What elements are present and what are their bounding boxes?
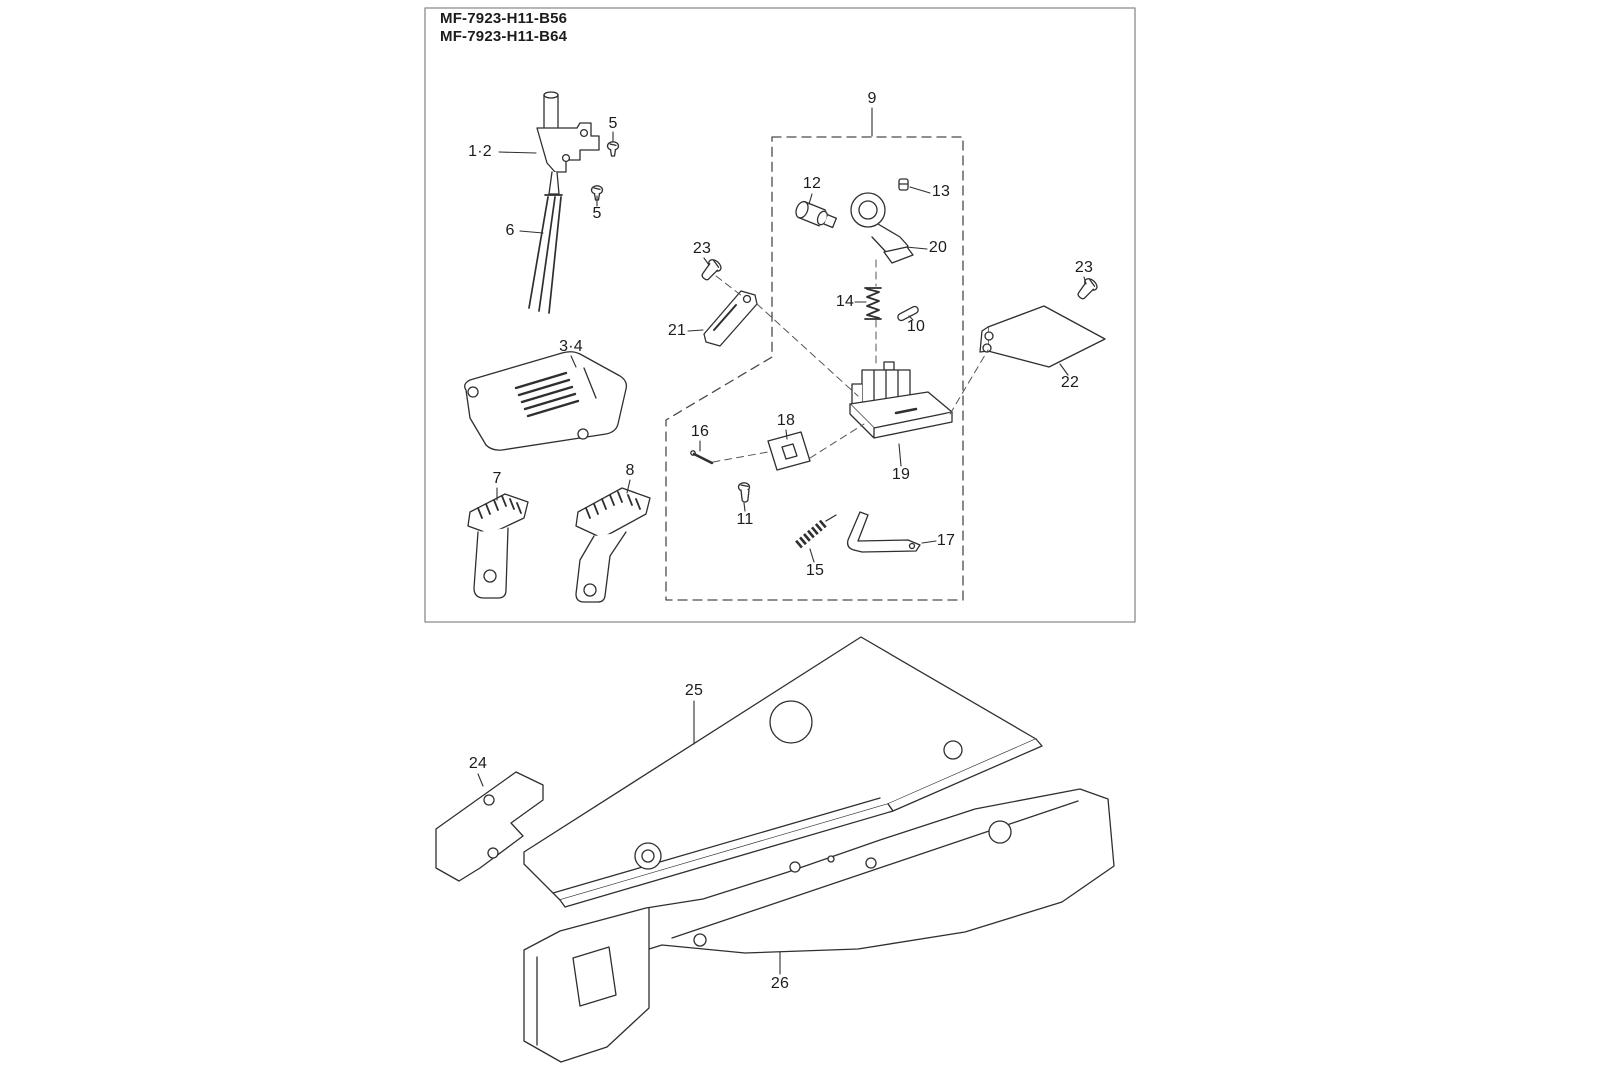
part-label-14: 14 — [835, 293, 855, 310]
part-7-feed-dog — [467, 493, 529, 599]
part-label-19: 19 — [891, 466, 911, 483]
part-label-18: 18 — [776, 412, 796, 429]
construction-lines — [712, 259, 989, 463]
part-label-13: 13 — [931, 183, 951, 200]
part-23-screw-left — [701, 259, 722, 281]
part-15-spring — [795, 514, 837, 549]
part-label-7: 7 — [492, 470, 502, 487]
part-6-needles — [528, 194, 563, 314]
part-14-spring — [864, 287, 882, 320]
part-11-screw — [737, 482, 751, 503]
part-label-10: 10 — [906, 318, 926, 335]
part-label-17: 17 — [936, 532, 956, 549]
part-label-3-4: 3·4 — [559, 338, 583, 355]
part-5-screw-bottom — [590, 185, 604, 201]
model-number-line2: MF-7923-H11-B64 — [440, 28, 568, 45]
model-number-line1: MF-7923-H11-B56 — [440, 10, 568, 27]
part-18-plate — [767, 431, 811, 471]
part-26-bottom-frame — [523, 788, 1115, 1063]
part-25-top-plate — [523, 636, 1043, 908]
part-13-set-screw — [898, 178, 909, 191]
part-label-5a: 5 — [608, 115, 618, 132]
part-label-23a: 23 — [692, 240, 712, 257]
leader-lines — [477, 107, 1087, 975]
part-label-26: 26 — [770, 975, 790, 992]
part-16-pin — [690, 450, 714, 465]
part-3-4-needle-plate — [464, 351, 628, 451]
part-label-23b: 23 — [1074, 259, 1094, 276]
part-12-screw — [795, 200, 837, 229]
part-label-12: 12 — [802, 175, 822, 192]
part-label-11: 11 — [736, 511, 754, 528]
part-label-6: 6 — [505, 222, 515, 239]
part-label-22: 22 — [1060, 374, 1080, 391]
part-19-assembly — [849, 361, 953, 439]
part-1-2-needle-clamp — [536, 91, 600, 195]
part-label-21: 21 — [667, 322, 687, 339]
part-21-bracket — [703, 290, 758, 347]
part-label-1-2: 1·2 — [468, 143, 492, 160]
part-23-screw-right — [1077, 278, 1098, 300]
part-22-cover-plate — [979, 305, 1106, 368]
part-5-screw-top — [606, 141, 620, 157]
part-label-15: 15 — [805, 562, 825, 579]
part-label-24: 24 — [468, 755, 488, 772]
frame-border — [424, 7, 1136, 623]
part-label-9: 9 — [867, 90, 877, 107]
part-24-plate — [435, 771, 544, 882]
part-17-guide — [846, 511, 921, 553]
part-20-clamp — [850, 192, 914, 264]
group-9-dashed-outline — [665, 136, 964, 601]
part-label-16: 16 — [690, 423, 710, 440]
part-label-5b: 5 — [592, 205, 602, 222]
part-label-25: 25 — [684, 682, 704, 699]
part-label-8: 8 — [625, 462, 635, 479]
part-8-feed-dog — [575, 487, 651, 603]
part-label-20: 20 — [928, 239, 948, 256]
